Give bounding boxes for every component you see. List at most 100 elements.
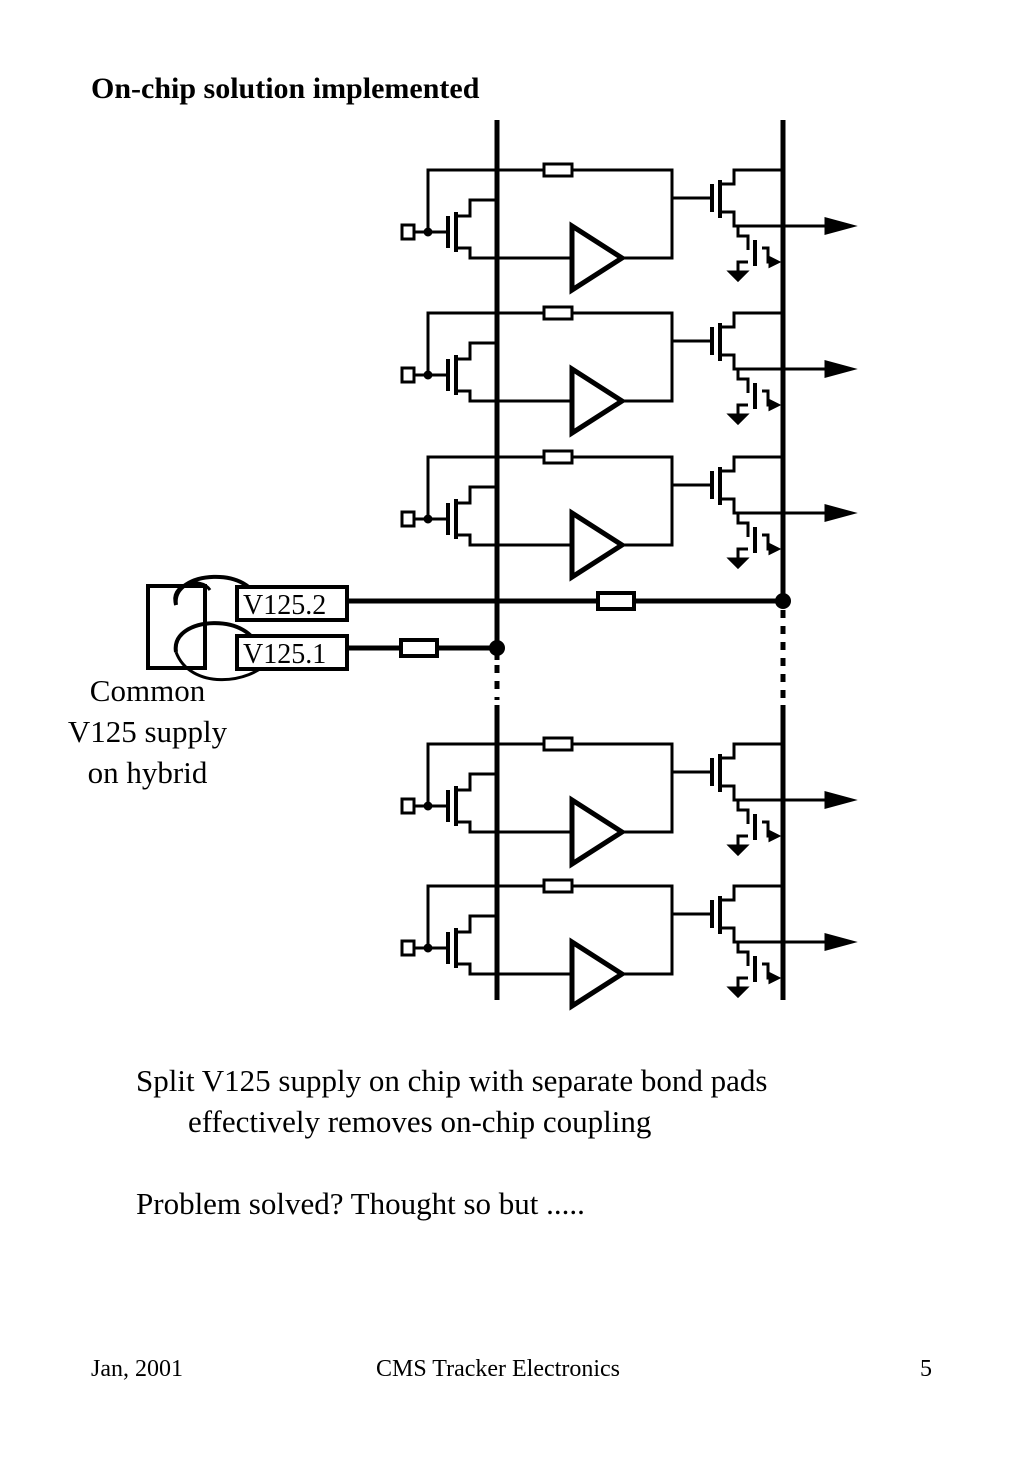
feedback-wire (426, 455, 674, 547)
output-fet-drain (720, 311, 783, 329)
feedback-resistor (542, 878, 574, 894)
amplifier-triangle (569, 508, 627, 582)
channel-cells (400, 162, 858, 1011)
input-pad (400, 510, 416, 528)
footer-page-number: 5 (920, 1356, 932, 1382)
resistor-v125-1 (399, 638, 439, 658)
bias-fet-source (736, 547, 748, 559)
bias-fet-drain (736, 942, 750, 966)
output-arrow (824, 791, 858, 809)
body-line-3: Problem solved? Thought so but ..... (136, 1186, 585, 1221)
bias-arrow (768, 398, 782, 412)
bias-arrow (768, 829, 782, 843)
input-fet-source (456, 820, 570, 834)
feedback-resistor (542, 449, 574, 465)
supply-rails (494, 120, 786, 1000)
output-wire (720, 353, 830, 371)
bias-arrow (768, 255, 782, 269)
input-fet-drain (456, 914, 497, 934)
body-text: Split V125 supply on chip with separate … (136, 1060, 767, 1224)
amplifier-triangle (569, 364, 627, 438)
feedback-wire (426, 311, 674, 403)
input-fet-source (456, 962, 570, 976)
amplifier-triangle (569, 795, 627, 869)
input-fet-drain (456, 341, 497, 361)
feedback-resistor (542, 162, 574, 178)
bond-wire-upper-return (173, 581, 212, 606)
channel-cell (400, 878, 858, 1011)
side-note-line-2: V125 supply (67, 714, 228, 749)
bias-fet-drain (736, 800, 750, 824)
side-note-line-3: on hybrid (87, 755, 208, 790)
body-line-1: Split V125 supply on chip with separate … (136, 1063, 768, 1098)
input-pad (400, 939, 416, 957)
input-fet-drain (456, 198, 497, 218)
input-fet-drain (456, 485, 497, 505)
bias-arrow (768, 971, 782, 985)
output-wire (720, 784, 830, 802)
input-node (423, 514, 433, 524)
feedback-wire (426, 884, 674, 976)
channel-cell (400, 449, 858, 582)
footer-title: CMS Tracker Electronics (376, 1356, 620, 1382)
ground-symbol (726, 270, 750, 283)
amplifier-triangle (569, 221, 627, 295)
channel-cell (400, 305, 858, 438)
output-arrow (824, 217, 858, 235)
resistor-v125-2 (596, 591, 636, 611)
input-node (423, 943, 433, 953)
bias-fet-source (736, 260, 748, 272)
bias-fet-drain (736, 513, 750, 537)
output-wire (720, 210, 830, 228)
bias-fet-source (736, 403, 748, 415)
input-node (423, 227, 433, 237)
output-fet-drain (720, 168, 783, 186)
bias-arrow (768, 542, 782, 556)
amplifier-triangle (569, 937, 627, 1011)
ground-symbol (726, 557, 750, 570)
output-arrow (824, 933, 858, 951)
junction-right (775, 593, 791, 609)
output-wire (720, 497, 830, 515)
input-pad (400, 797, 416, 815)
input-fet-source (456, 533, 570, 547)
bias-fet-drain (736, 369, 750, 393)
pad-v125-2-label: V125.2 (243, 590, 326, 621)
bias-fet-source (736, 834, 748, 846)
hybrid-connector-box (146, 584, 207, 670)
channel-cell (400, 162, 858, 295)
feedback-wire (426, 168, 674, 260)
ground-symbol (726, 986, 750, 999)
output-fet-drain (720, 884, 783, 902)
input-fet-source (456, 246, 570, 260)
output-fet-drain (720, 455, 783, 473)
input-fet-source (456, 389, 570, 403)
input-pad (400, 366, 416, 384)
feedback-resistor (542, 736, 574, 752)
feedback-wire (426, 742, 674, 834)
input-node (423, 370, 433, 380)
pad-v125-1-box (235, 634, 349, 671)
supply-connection: V125.2 V125.1 (146, 574, 791, 682)
side-note: Common V125 supply on hybrid (40, 670, 255, 793)
ground-symbol (726, 844, 750, 857)
feedback-resistor (542, 305, 574, 321)
pad-v125-1-label: V125.1 (243, 639, 326, 670)
input-fet-drain (456, 772, 497, 792)
bias-fet-source (736, 976, 748, 988)
side-note-line-1: Common (89, 673, 206, 708)
input-node (423, 801, 433, 811)
output-wire (720, 926, 830, 944)
slide-title: On-chip solution implemented (91, 72, 480, 105)
bias-fet-drain (736, 226, 750, 250)
footer-date: Jan, 2001 (91, 1356, 183, 1382)
input-pad (400, 223, 416, 241)
junction-left (489, 640, 505, 656)
output-arrow (824, 360, 858, 378)
body-line-2: effectively removes on-chip coupling (188, 1104, 652, 1139)
output-arrow (824, 504, 858, 522)
output-fet-drain (720, 742, 783, 760)
channel-cell (400, 736, 858, 869)
ground-symbol (726, 413, 750, 426)
